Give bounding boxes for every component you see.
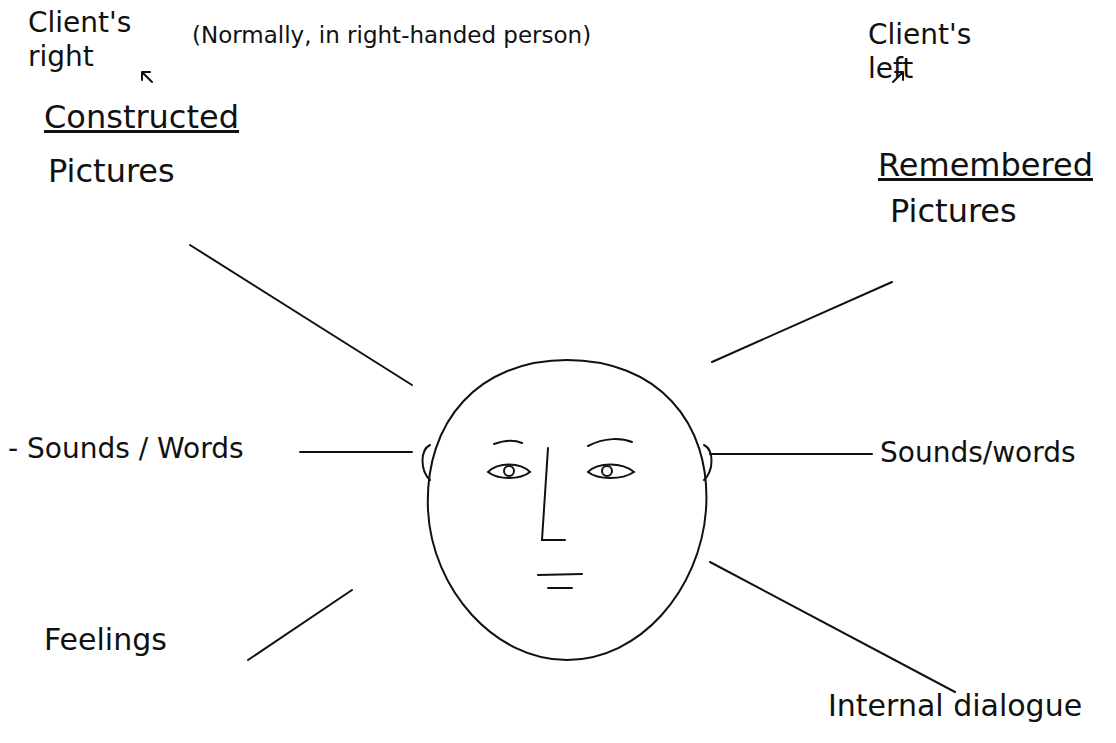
annotation-label: Pictures xyxy=(890,192,1017,230)
eyebrow xyxy=(494,441,522,444)
pupil xyxy=(504,466,514,476)
mouth xyxy=(548,587,572,589)
ear xyxy=(704,445,712,480)
annotation-label: Internal dialogue xyxy=(828,688,1082,724)
pupil xyxy=(602,466,612,476)
annotation-label: Constructed xyxy=(44,98,239,136)
eyebrow xyxy=(588,439,632,446)
direction-arrow xyxy=(142,72,152,82)
annotation-label: (Normally, in right-handed person) xyxy=(192,22,591,50)
leader-line xyxy=(248,590,352,660)
annotation-label: Remembered xyxy=(878,146,1093,184)
annotation-label: - Sounds / Words xyxy=(8,432,244,466)
nose xyxy=(542,448,565,540)
annotation-label: Client's right xyxy=(28,6,168,73)
leader-line xyxy=(300,451,412,453)
eye xyxy=(588,465,634,479)
annotation-label: Pictures xyxy=(48,152,175,190)
annotation-label: Feelings xyxy=(44,622,167,658)
leader-line xyxy=(710,453,872,455)
annotation-label: Sounds/words xyxy=(880,436,1076,470)
mouth xyxy=(538,574,582,575)
ear xyxy=(423,445,431,480)
head-outline xyxy=(428,360,707,660)
leader-line xyxy=(710,562,955,692)
eye xyxy=(488,465,530,479)
leader-line xyxy=(190,245,412,385)
annotation-label: Client's left xyxy=(868,18,1008,85)
leader-line xyxy=(712,282,892,362)
